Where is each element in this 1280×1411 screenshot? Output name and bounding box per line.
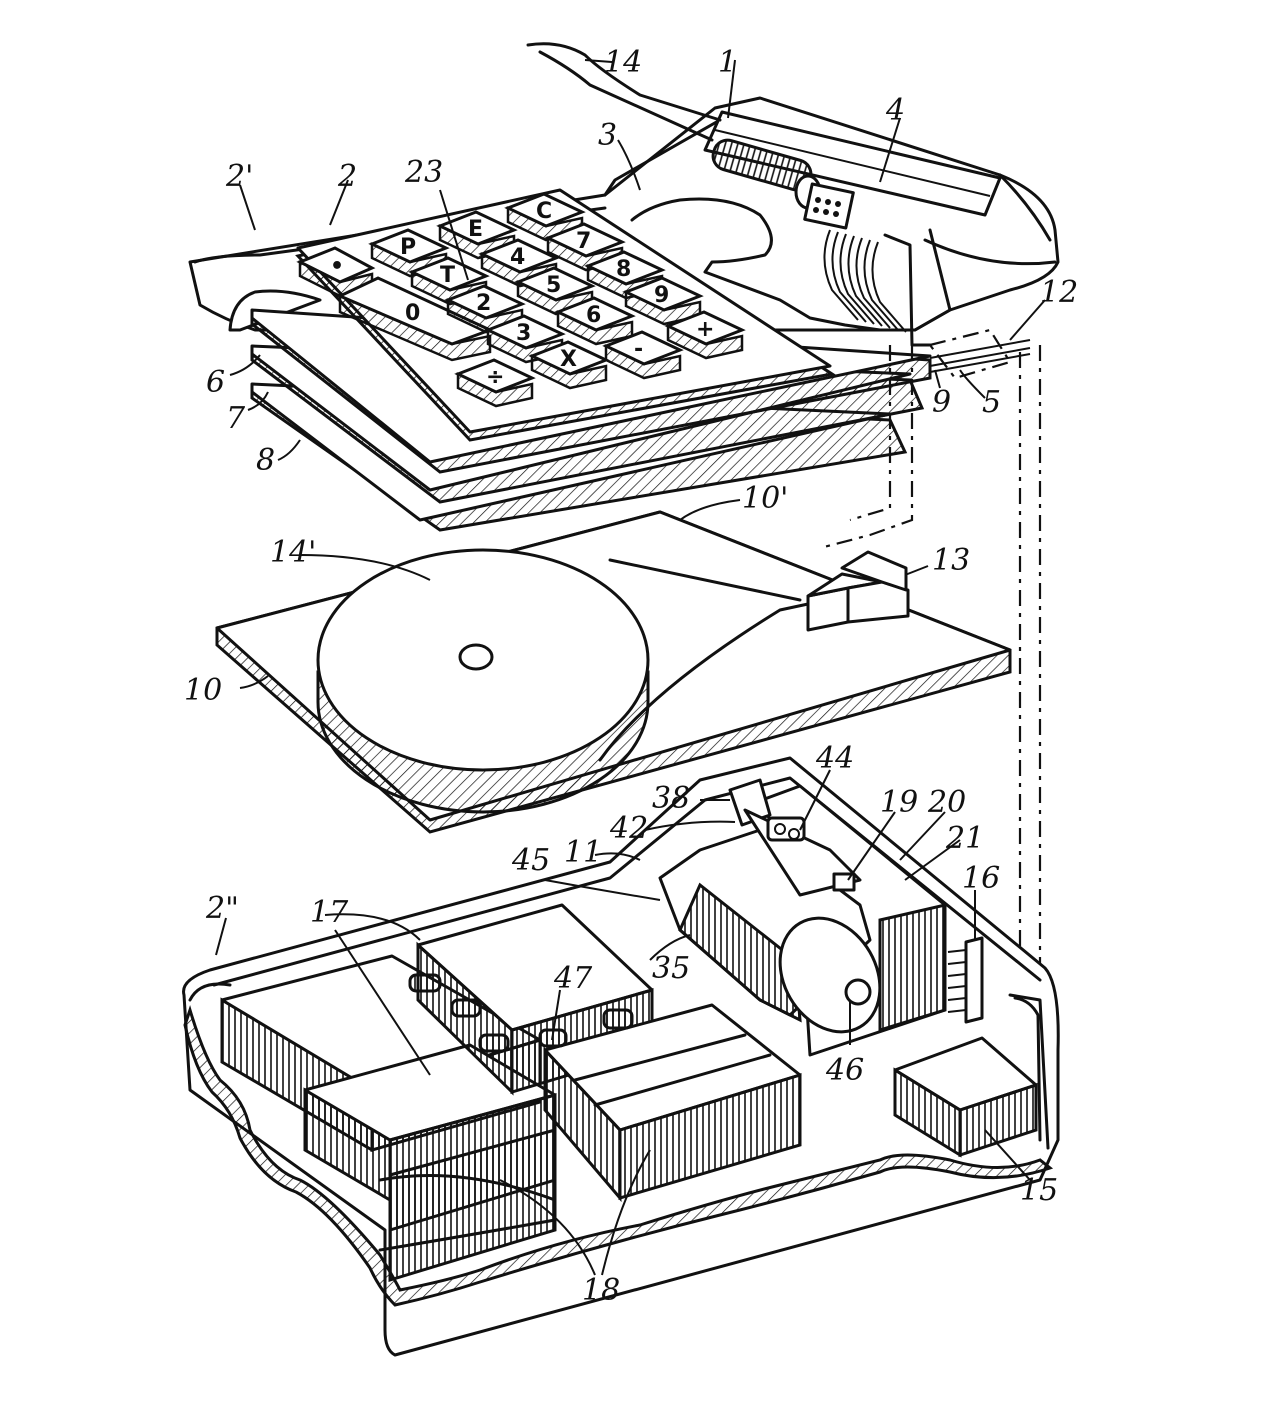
ribbon-cable [823, 229, 932, 347]
ref-21: 21 [945, 821, 984, 856]
key-label: 7 [576, 229, 591, 254]
key-label: 4 [510, 245, 525, 270]
key-label: ÷ [486, 365, 504, 390]
connector-5 [928, 328, 1031, 380]
ref-18: 18 [582, 1273, 620, 1308]
battery-disc-14p [316, 548, 650, 814]
ref-9: 9 [932, 385, 951, 420]
key-label: 9 [654, 283, 669, 308]
key-label: E [468, 217, 483, 242]
ref-44: 44 [815, 741, 854, 776]
connector-4 [803, 182, 855, 230]
ref-12: 12 [1040, 275, 1078, 310]
battery-contacts-47 [408, 973, 634, 1053]
key-label: T [440, 263, 455, 288]
key-label: 0 [405, 301, 420, 326]
ref-10: 10 [184, 673, 222, 708]
connector-16 [947, 936, 984, 1024]
key-label: C [536, 199, 552, 224]
key-label: • [330, 254, 344, 279]
printer-mechanism [658, 778, 947, 1057]
ref-2pp: 2" [205, 891, 239, 926]
key-minus: - [602, 330, 684, 380]
key-label: 6 [586, 303, 601, 328]
key-label: X [560, 347, 577, 372]
ref-11: 11 [564, 835, 602, 870]
ref-19: 19 [880, 785, 918, 820]
ref-15: 15 [1020, 1173, 1058, 1208]
reference-numerals: 14 1 4 3 2' 2 23 12 9 5 6 7 8 10' 14' 13… [184, 45, 1078, 1308]
ref-23: 23 [404, 155, 443, 190]
ref-3: 3 [598, 118, 617, 153]
ref-4: 4 [885, 93, 905, 128]
ref-47: 47 [553, 961, 593, 996]
key-label: 8 [616, 257, 631, 282]
ref-42: 42 [609, 811, 648, 846]
ref-10p: 10' [742, 481, 788, 516]
ref-46: 46 [825, 1053, 864, 1088]
keypad-keys: • P E C 7 T 4 [296, 192, 746, 408]
key-label: 2 [476, 291, 491, 316]
ref-1: 1 [718, 45, 737, 80]
ref-6: 6 [206, 365, 225, 400]
key-x: X [528, 340, 610, 390]
key-label: - [634, 337, 643, 362]
ref-35: 35 [652, 951, 690, 986]
ref-2: 2 [337, 159, 357, 194]
housing-cutaway-edge [630, 197, 882, 332]
key-label: 3 [516, 321, 531, 346]
connector-13 [806, 550, 910, 632]
key-label: P [400, 235, 416, 260]
ref-7: 7 [226, 401, 246, 436]
ref-13: 13 [932, 543, 970, 578]
key-label: + [696, 317, 714, 342]
ref-8: 8 [256, 443, 275, 478]
key-dot: • [296, 246, 376, 298]
ref-14p: 14' [270, 535, 316, 570]
key-plus: + [664, 310, 746, 360]
ref-17: 17 [310, 895, 349, 930]
key-label: 5 [546, 273, 561, 298]
block-15 [893, 1036, 1038, 1158]
battery-18-right [543, 1003, 802, 1203]
ref-38: 38 [652, 781, 690, 816]
ref-5: 5 [982, 385, 1001, 420]
ref-2p: 2' [225, 159, 253, 194]
leader-lines [215, 59, 1046, 1276]
ref-20: 20 [927, 785, 966, 820]
cable-14 [526, 42, 722, 142]
key-divide: ÷ [454, 358, 536, 408]
ref-16: 16 [962, 861, 1000, 896]
ref-14: 14 [604, 45, 642, 80]
ref-45: 45 [511, 843, 550, 878]
